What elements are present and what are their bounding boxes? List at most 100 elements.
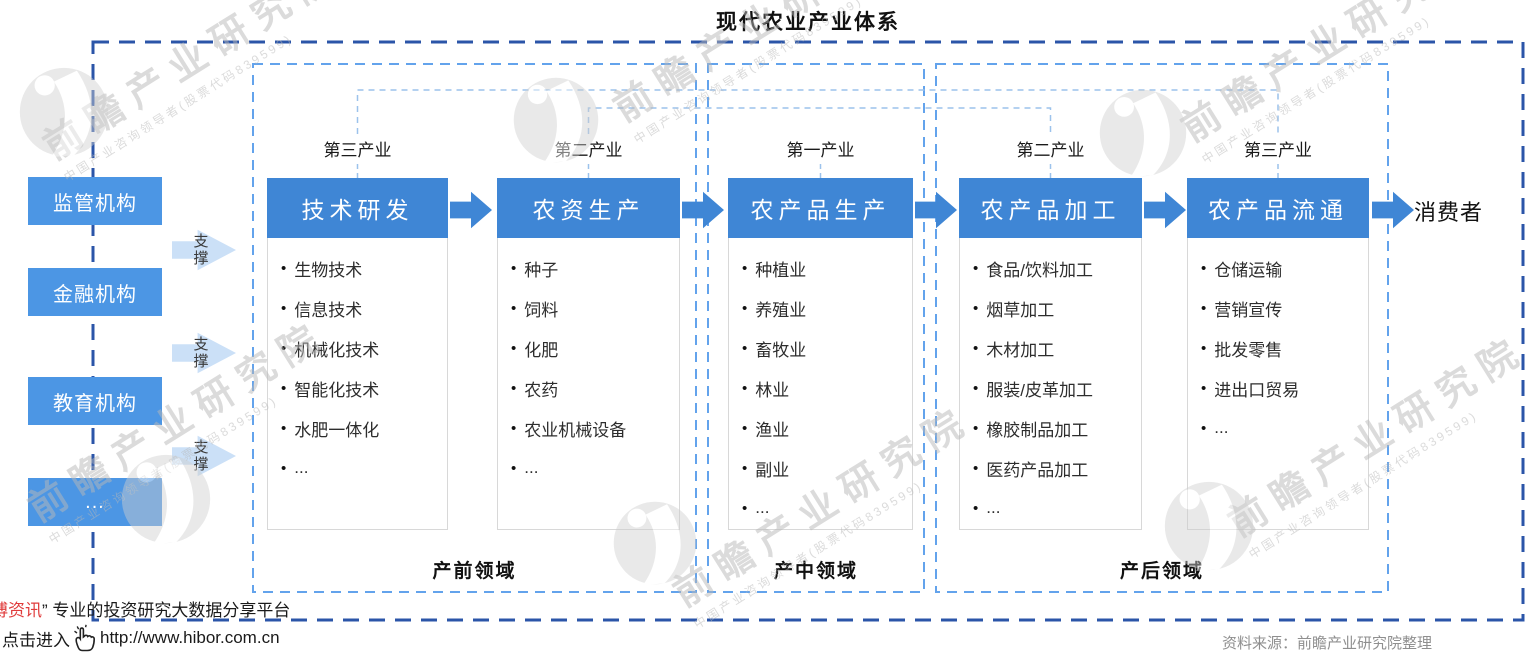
promo-line-1: 博资讯” 专业的投资研究大数据分享平台 <box>0 596 290 621</box>
promo-url-link[interactable]: http://www.hibor.com.cn <box>100 628 280 647</box>
promo-click-label: 点击进入 <box>2 630 70 650</box>
support-label: 支 撑 <box>193 233 209 267</box>
list-item: •副业 <box>742 448 912 488</box>
list-item-text: 化肥 <box>524 340 559 360</box>
list-item-text: 种植业 <box>755 260 807 280</box>
list-item: • 畜牧业 <box>742 328 912 368</box>
support-label: 支 撑 <box>193 439 209 473</box>
list-item-text: 机械化技术 <box>294 340 380 360</box>
list-item: •... <box>511 448 679 488</box>
mid-production-zone-border <box>707 63 925 593</box>
list-item-text: 副业 <box>755 460 790 480</box>
list-item-text: 养殖业 <box>755 300 807 320</box>
list-item-text: 木材加工 <box>986 340 1055 360</box>
bullet-icon: • <box>1201 299 1207 317</box>
list-item: • 养殖业 <box>742 288 912 328</box>
industry-column: 第一产业农产品生产•种植业•养殖业•畜牧业•林业•渔业•副业•... <box>728 138 913 530</box>
list-item: •... <box>281 448 447 488</box>
institution-box: 教育机构 <box>28 377 162 425</box>
list-item: • 进出口贸易 <box>1201 368 1368 408</box>
list-item-text: 烟草加工 <box>986 300 1055 320</box>
list-item-text: 服装/皮革加工 <box>986 380 1093 400</box>
bullet-icon: • <box>973 299 979 317</box>
list-item: •... <box>742 488 912 528</box>
list-item-text: ... <box>294 458 309 477</box>
list-item: •智能化技术 <box>281 368 447 408</box>
bullet-icon: • <box>742 419 748 437</box>
bullet-icon: • <box>973 499 979 517</box>
promo-quote-mark: ” <box>42 601 48 620</box>
promo-slogan: 专业的投资研究大数据分享平台 <box>52 601 291 620</box>
pre-production-zone-border <box>252 63 697 593</box>
column-header: 农产品生产 <box>728 178 913 238</box>
industry-tier-label: 第一产业 <box>786 141 855 160</box>
list-item-text: ... <box>755 498 770 517</box>
list-item-text: ... <box>1214 418 1229 437</box>
bullet-icon: • <box>511 459 517 477</box>
list-item: • 渔业 <box>742 408 912 448</box>
industry-tier-label: 第三产业 <box>1244 141 1312 160</box>
list-item: •服装/皮革加工 <box>973 368 1141 408</box>
bullet-icon: • <box>511 379 517 397</box>
column-body: •仓储运输•营销宣传•批发零售•进出口贸易•... <box>1187 238 1369 530</box>
list-item: •农业机械设备 <box>511 408 679 448</box>
list-item: • 烟草加工 <box>973 288 1141 328</box>
bullet-icon: • <box>1201 259 1207 277</box>
bullet-icon: • <box>742 379 748 397</box>
bullet-icon: • <box>511 299 517 317</box>
list-item: •食品/饮料加工 <box>973 248 1141 288</box>
hand-cursor-icon <box>74 624 96 652</box>
column-body: •食品/饮料加工•烟草加工•木材加工•服装/皮革加工•橡胶制品加工•医药产品加工… <box>959 238 1142 530</box>
list-item-text: 水肥一体化 <box>294 420 380 440</box>
list-item-text: 林业 <box>755 380 790 400</box>
institution-box: ... <box>28 478 162 526</box>
list-item-text: 进出口贸易 <box>1214 380 1300 400</box>
column-body: •生物技术•信息技术•机械化技术•智能化技术•水肥一体化•... <box>267 238 448 530</box>
post-production-zone-border <box>935 63 1389 593</box>
bullet-icon: • <box>281 339 287 357</box>
institution-box: 金融机构 <box>28 268 162 316</box>
industry-tier-label: 第二产业 <box>1016 141 1085 160</box>
institution-box: 监管机构 <box>28 177 162 225</box>
column-header: 农产品加工 <box>959 178 1142 238</box>
industry-tier-label: 第二产业 <box>554 141 623 160</box>
column-header: 技术研发 <box>267 178 448 238</box>
list-item-text: 生物技术 <box>294 260 363 280</box>
consumer-label: 消费者 <box>1414 200 1484 225</box>
bullet-icon: • <box>742 339 748 357</box>
bullet-icon: • <box>1201 379 1207 397</box>
promo-line-2: 点击进入 http://www.hibor.com.cn <box>2 624 280 652</box>
list-item: •... <box>1201 408 1368 448</box>
list-item: •农药 <box>511 368 679 408</box>
industry-tier-label: 第三产业 <box>323 141 392 160</box>
bullet-icon: • <box>511 339 517 357</box>
secondary-industry-connector <box>587 107 1052 134</box>
column-body: •种植业•养殖业•畜牧业•林业•渔业•副业•... <box>728 238 913 530</box>
list-item-text: 医药产品加工 <box>986 460 1089 480</box>
list-item-text: ... <box>986 498 1001 517</box>
column-header: 农产品流通 <box>1187 178 1369 238</box>
list-item: • 机械化技术 <box>281 328 447 368</box>
zone-label: 产中领域 <box>773 561 858 582</box>
list-item: •医药产品加工 <box>973 448 1141 488</box>
list-item: • 化肥 <box>511 328 679 368</box>
bullet-icon: • <box>973 259 979 277</box>
bullet-icon: • <box>742 299 748 317</box>
list-item-text: 渔业 <box>755 420 790 440</box>
bullet-icon: • <box>1201 339 1207 357</box>
list-item: • 水肥一体化 <box>281 408 447 448</box>
list-item: • 林业 <box>742 368 912 408</box>
list-item-text: 饲料 <box>524 300 559 320</box>
bullet-icon: • <box>281 299 287 317</box>
outer-system-boundary <box>91 40 1525 622</box>
industry-column: 第三产业农产品流通•仓储运输•营销宣传•批发零售•进出口贸易•... <box>1187 138 1369 530</box>
zone-label: 产前领域 <box>432 561 517 582</box>
list-item-text: 种子 <box>524 260 559 280</box>
list-item-text: 畜牧业 <box>755 340 807 360</box>
bullet-icon: • <box>281 419 287 437</box>
support-label: 支 撑 <box>193 336 209 370</box>
list-item: •木材加工 <box>973 328 1141 368</box>
tertiary-industry-connector <box>356 89 1279 134</box>
industry-column: 第三产业技术研发•生物技术•信息技术•机械化技术•智能化技术•水肥一体化•... <box>267 138 448 530</box>
